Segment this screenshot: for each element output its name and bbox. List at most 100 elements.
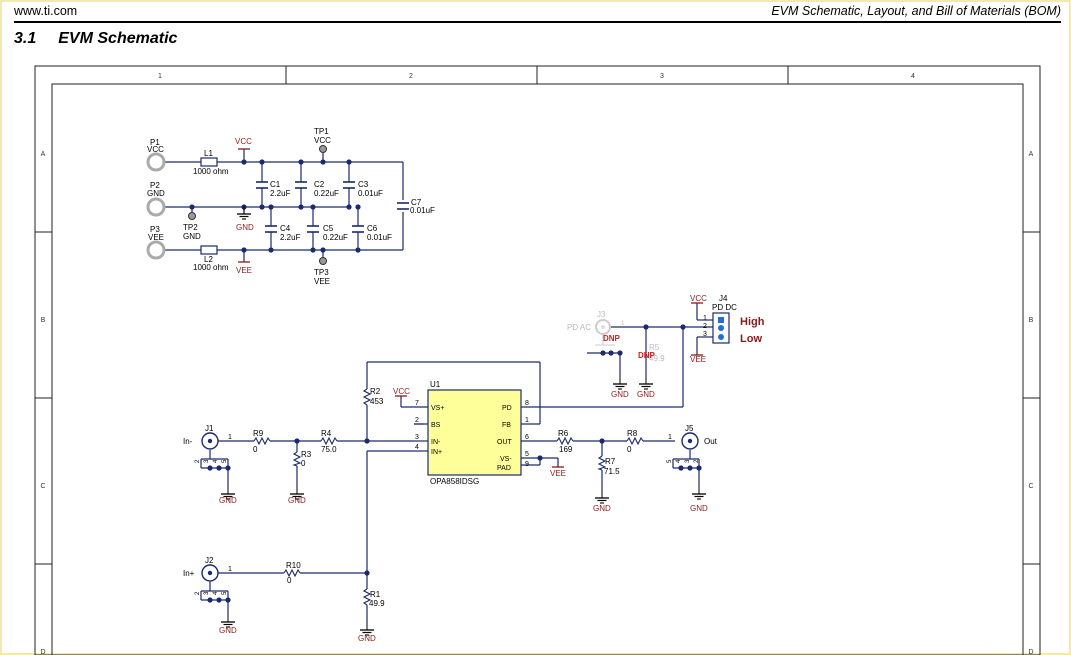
connector-ref: J2 xyxy=(205,556,214,565)
row-label: D xyxy=(40,649,45,655)
opamp-pin-num: 3 xyxy=(415,434,419,441)
vee-net-label: VEE xyxy=(236,266,252,275)
inductor-value: 1000 ohm xyxy=(193,167,229,176)
testpoint-ref: TP2 xyxy=(183,223,198,232)
vcc-net-label: VCC xyxy=(393,387,410,396)
testpoint-ref: TP3 xyxy=(314,268,329,277)
document-title: EVM Schematic, Layout, and Bill of Mater… xyxy=(771,4,1061,18)
cap-ref: C1 xyxy=(270,180,281,189)
shield-pin-num: 4 xyxy=(213,459,219,463)
shield-pin-num: 3 xyxy=(204,459,210,463)
cap-value: 0.01uF xyxy=(358,189,383,198)
shield-pin-num: 2 xyxy=(195,459,201,463)
dnp-connector-center xyxy=(601,325,605,329)
dnp-resistor-value: 49.9 xyxy=(649,354,665,363)
resistor-value: 0 xyxy=(301,459,306,468)
header-rule xyxy=(14,21,1061,23)
section-title: EVM Schematic xyxy=(58,30,178,47)
inductor-value: 1000 ohm xyxy=(193,263,229,272)
inductor-l2 xyxy=(200,245,218,255)
site-url[interactable]: www.ti.com xyxy=(14,4,78,18)
shield-pin-num: 4 xyxy=(213,591,219,595)
opamp-pin-num: 6 xyxy=(525,434,529,441)
dnp-marker: DNP xyxy=(638,351,656,360)
row-label: D xyxy=(1028,649,1033,655)
resistor-r3 xyxy=(292,451,302,467)
resistor-r2 xyxy=(362,388,372,406)
connector-label: Out xyxy=(704,437,718,446)
port-net: VEE xyxy=(148,233,164,242)
opamp-pin-name: BS xyxy=(431,422,441,429)
cap-value: 2.2uF xyxy=(280,233,301,242)
resistor-ref: R9 xyxy=(253,429,264,438)
gnd-net-label: GND xyxy=(219,626,237,635)
opamp-pin-name: IN+ xyxy=(431,449,442,456)
cap-ref: C5 xyxy=(323,224,334,233)
resistor-value: 453 xyxy=(370,397,384,406)
port-net: GND xyxy=(147,189,165,198)
jumper-pin-3 xyxy=(718,334,724,340)
amplifier-junctions xyxy=(207,438,702,603)
opamp-pin-num: 7 xyxy=(415,400,419,407)
opamp-pin-num: 1 xyxy=(525,417,529,424)
jumper-pin-2 xyxy=(718,325,724,331)
shield-pin-num: 2 xyxy=(195,591,201,595)
resistor-ref: R10 xyxy=(286,561,301,570)
port-ref: P3 xyxy=(150,225,160,234)
jumper-junctions xyxy=(600,324,686,356)
port-ref: P1 xyxy=(150,138,160,147)
opamp-pin-name: PD xyxy=(502,405,512,412)
gnd-net-label: GND xyxy=(593,504,611,513)
capacitor-plates xyxy=(256,181,409,233)
row-label: B xyxy=(1029,317,1034,324)
opamp-pin-name: OUT xyxy=(497,439,513,446)
vee-net-label: VEE xyxy=(550,469,566,478)
resistor-value: 0 xyxy=(253,445,258,454)
row-label: A xyxy=(41,151,46,158)
gnd-net-label: GND xyxy=(236,223,254,232)
shield-pin-num: 5 xyxy=(222,591,228,595)
shield-pin-num: 2 xyxy=(694,459,700,463)
dnp-connector-label: PD AC xyxy=(567,323,591,332)
resistor-glyphs xyxy=(253,388,644,606)
opamp-pin-name: VS- xyxy=(500,456,512,463)
shield-pin-num: 3 xyxy=(685,459,691,463)
resistor-ref: R7 xyxy=(605,457,616,466)
jumper-low-label: Low xyxy=(740,333,762,345)
connector-label: In+ xyxy=(183,569,195,578)
resistor-r7 xyxy=(597,455,607,471)
power-section xyxy=(164,149,404,262)
inductor-ref: L2 xyxy=(204,255,213,264)
resistor-ref: R8 xyxy=(627,429,638,438)
opamp-pin-name: PAD xyxy=(497,465,511,472)
vcc-net-label: VCC xyxy=(690,294,707,303)
inductor-ref: L1 xyxy=(204,149,213,158)
connector-pin-num: 1 xyxy=(668,434,672,441)
testpoint-ref: TP1 xyxy=(314,127,329,136)
resistor-value: 169 xyxy=(559,445,573,454)
testpoint-net: VCC xyxy=(314,136,331,145)
resistor-ref: R1 xyxy=(370,590,381,599)
gnd-net-label: GND xyxy=(690,504,708,513)
row-label: B xyxy=(41,317,46,324)
column-label: 3 xyxy=(660,73,664,80)
resistor-value: 0 xyxy=(287,576,292,585)
opamp-pin-num: 9 xyxy=(525,461,529,468)
gnd-net-label: GND xyxy=(288,496,306,505)
opamp-pin-name: FB xyxy=(502,422,511,429)
vcc-net-label: VCC xyxy=(235,137,252,146)
resistor-value: 75.0 xyxy=(321,445,337,454)
connector-pin-num: 1 xyxy=(228,434,232,441)
connector-label: In- xyxy=(183,437,193,446)
jumper-label: PD DC xyxy=(712,303,737,312)
cap-value: 0.22uF xyxy=(314,189,339,198)
cap-ref: C7 xyxy=(411,198,422,207)
opamp-pin-num: 4 xyxy=(415,444,419,451)
cap-value: 0.01uF xyxy=(367,233,392,242)
resistor-r10 xyxy=(283,568,301,578)
opamp-part: OPA858IDSG xyxy=(430,477,479,486)
inductor-l1 xyxy=(200,157,218,167)
gnd-net-label: GND xyxy=(219,496,237,505)
gnd-net-label: GND xyxy=(358,634,376,643)
